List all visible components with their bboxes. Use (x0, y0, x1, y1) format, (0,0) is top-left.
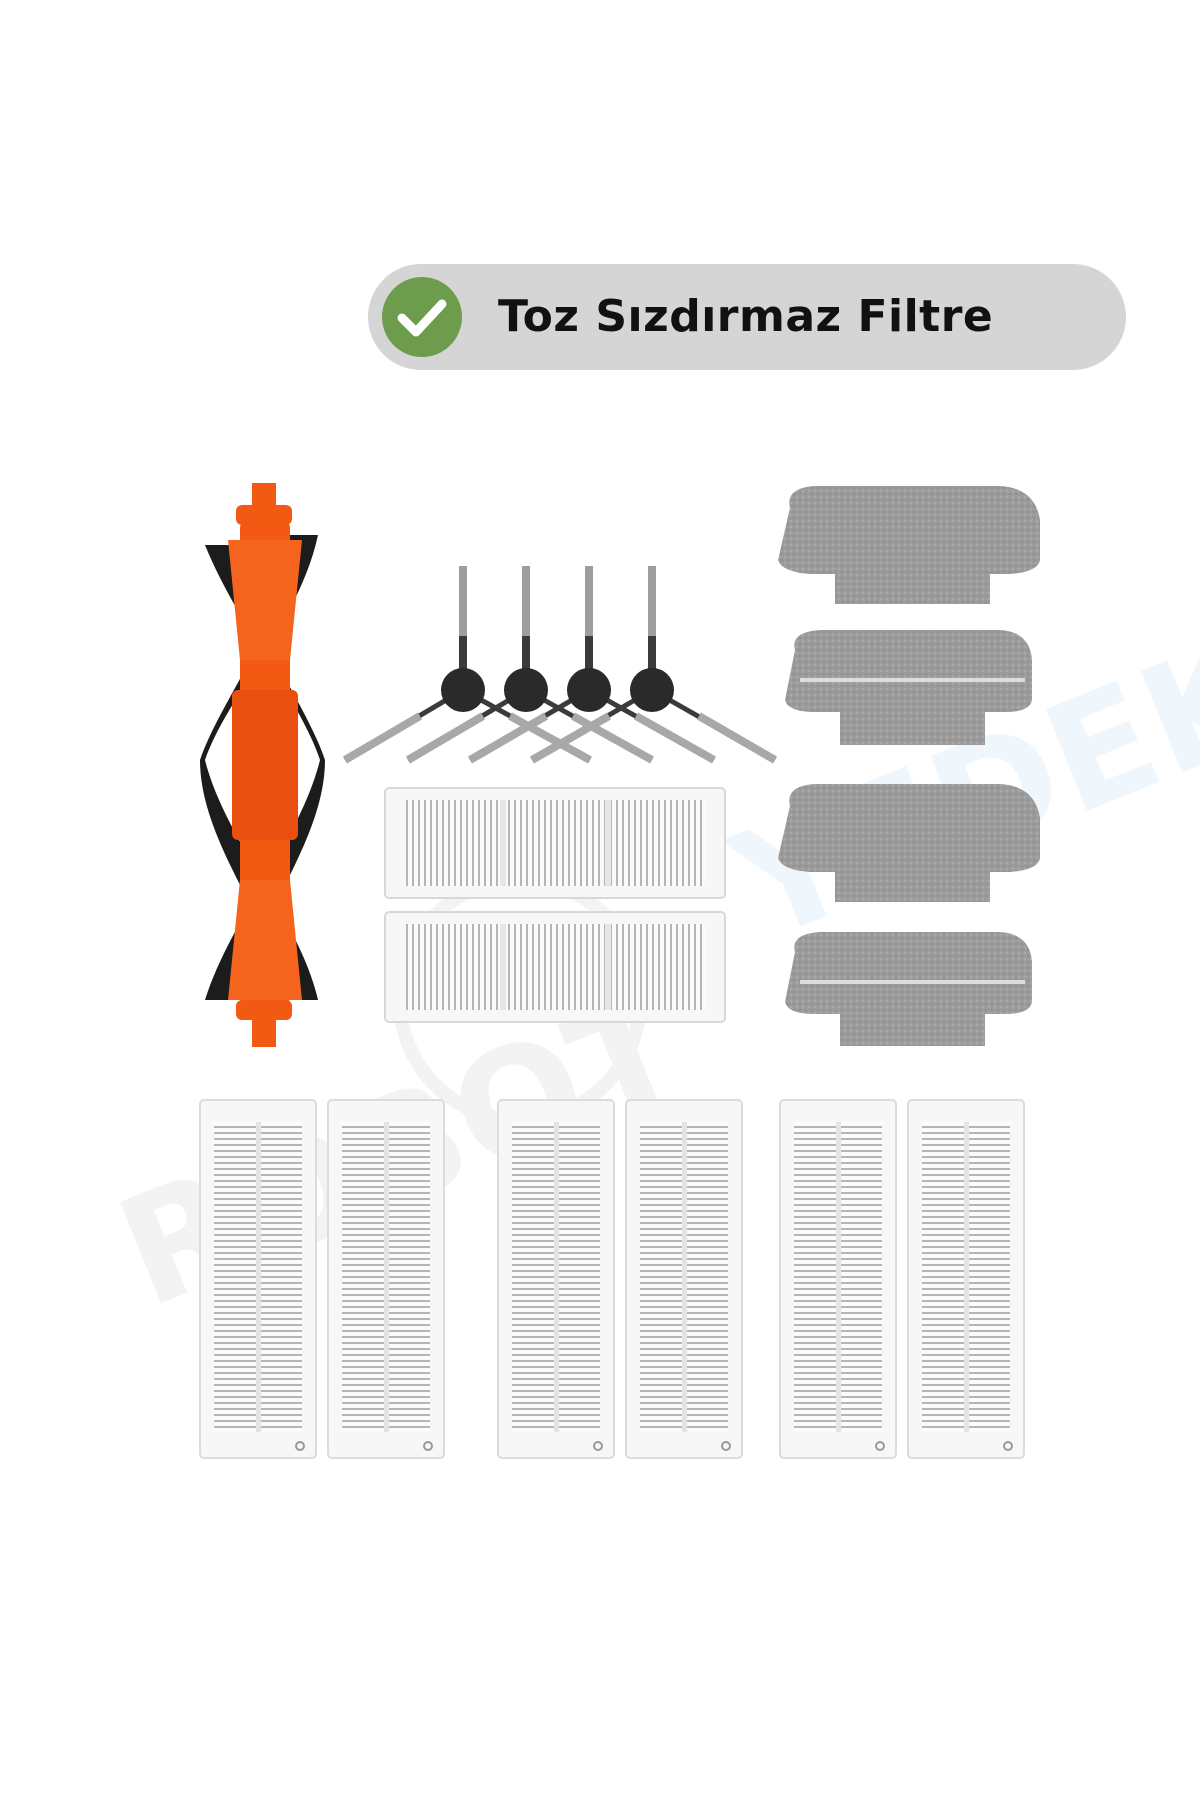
horizontal-filter (384, 787, 726, 899)
horizontal-filters (384, 787, 726, 1023)
side-brush (467, 566, 716, 764)
side-brush (342, 566, 592, 764)
vertical-filter (779, 1099, 897, 1459)
mop-pads (778, 486, 1040, 1046)
vertical-filter (907, 1099, 1025, 1459)
badge-label: Toz Sızdırmaz Filtre (498, 291, 994, 342)
main-roller-brush (200, 483, 325, 1047)
vertical-filter (327, 1099, 445, 1459)
mop-pad (785, 932, 1032, 1046)
horizontal-filter (384, 911, 726, 1023)
vertical-filter (625, 1099, 743, 1459)
side-brush (530, 566, 778, 764)
side-brushes (342, 566, 778, 764)
checkmark-icon (382, 277, 462, 357)
mop-pad (785, 630, 1032, 745)
vertical-filter (199, 1099, 317, 1459)
feature-badge: Toz Sızdırmaz Filtre (368, 264, 1126, 370)
mop-pad (778, 486, 1040, 604)
vertical-filters (199, 1099, 1025, 1459)
vertical-filter (497, 1099, 615, 1459)
mop-pad (778, 784, 1040, 902)
